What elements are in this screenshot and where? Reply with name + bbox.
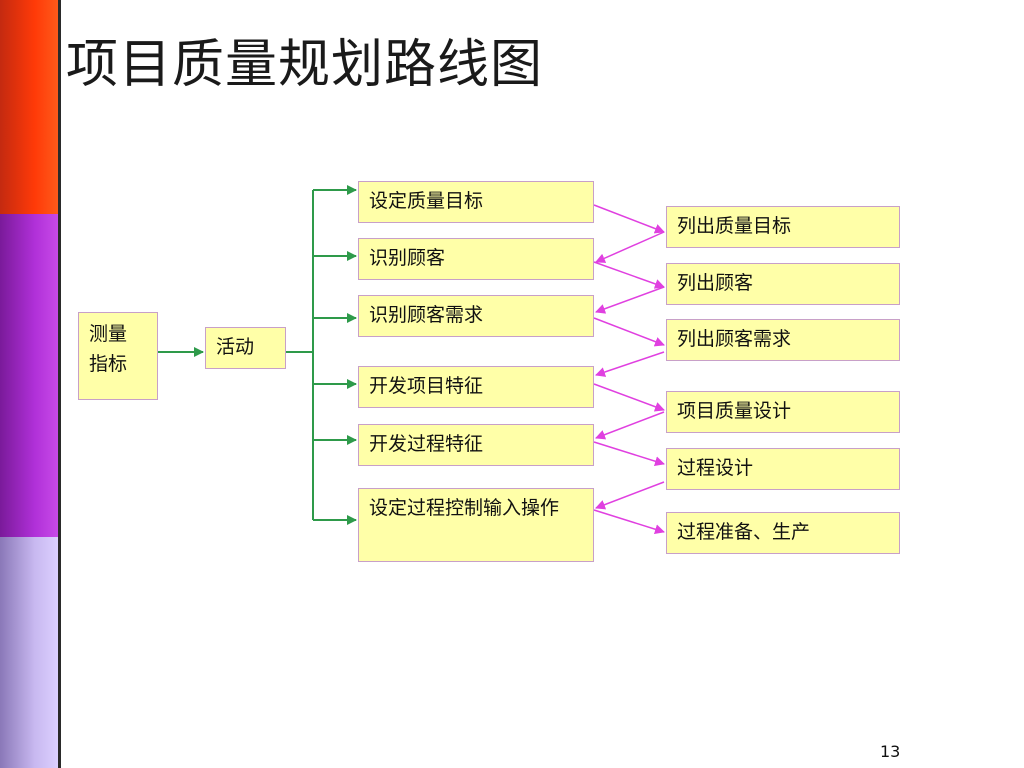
output-item-6: 过程准备、生产	[666, 512, 900, 554]
zig-arrow-8	[595, 411, 665, 440]
accent-strip-purple	[0, 214, 58, 537]
zig-arrow-10	[595, 481, 665, 510]
zig-arrow-3	[593, 261, 665, 289]
zig-arrow-9	[593, 441, 665, 467]
zig-arrow-2	[595, 231, 665, 263]
zig-arrow-11	[593, 509, 665, 535]
output-item-1: 列出质量目标	[666, 206, 900, 248]
zig-arrow-7	[593, 383, 665, 412]
metric-line-2: 指标	[89, 353, 128, 375]
page-number: 13	[880, 742, 901, 761]
output-item-2: 列出顾客	[666, 263, 900, 305]
metric-box: 测量 指标	[78, 312, 158, 400]
metric-line-1: 测量	[89, 323, 128, 345]
accent-strip-lavender	[0, 537, 58, 768]
zig-arrow-6	[595, 351, 665, 377]
activity-box: 活动	[205, 327, 286, 369]
page-title: 项目质量规划路线图	[66, 35, 544, 95]
zig-arrow-4	[595, 286, 665, 314]
accent-strip-red	[0, 0, 58, 214]
output-item-3: 列出顾客需求	[666, 319, 900, 361]
zig-arrow-5	[593, 317, 665, 347]
activity-item-3: 识别顾客需求	[358, 295, 594, 337]
output-item-4: 项目质量设计	[666, 391, 900, 433]
output-item-5: 过程设计	[666, 448, 900, 490]
activity-item-1: 设定质量目标	[358, 181, 594, 223]
activity-item-5: 开发过程特征	[358, 424, 594, 466]
zig-arrow-1	[593, 204, 665, 234]
activity-item-4: 开发项目特征	[358, 366, 594, 408]
activity-item-6: 设定过程控制输入操作	[358, 488, 594, 562]
activity-item-2: 识别顾客	[358, 238, 594, 280]
divider-line	[58, 0, 61, 768]
